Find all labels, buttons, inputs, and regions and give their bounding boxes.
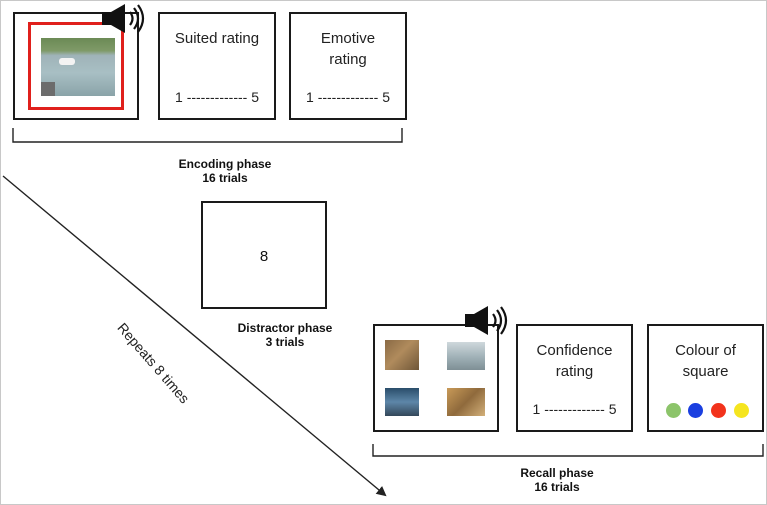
distractor-number: 8 <box>259 248 269 265</box>
colour-square-title-line2: square <box>682 363 729 380</box>
emotive-rating-title-line1: Emotive <box>320 30 376 47</box>
boat-shape <box>59 58 75 65</box>
colour-dot-green <box>666 403 681 418</box>
encoding-phase-title: Encoding phase <box>178 157 272 171</box>
encoding-phase-label: Encoding phase 16 trials <box>150 157 300 185</box>
colour-dot-blue <box>688 403 703 418</box>
confidence-rating-box: Confidence rating 1 ------------- 5 <box>516 324 633 432</box>
suited-rating-box: Suited rating 1 ------------- 5 <box>158 12 276 120</box>
distractor-phase-title: Distractor phase <box>237 321 333 335</box>
recall-thumb-bird <box>385 340 419 370</box>
recall-thumb-food <box>447 388 485 416</box>
speaker-icon <box>102 4 145 33</box>
emotive-rating-title-line2: rating <box>329 51 367 68</box>
distractor-phase-trials: 3 trials <box>265 335 305 349</box>
confidence-rating-title-line1: Confidence <box>536 342 613 359</box>
colour-square-title-line1: Colour of <box>675 342 736 359</box>
red-highlight-frame <box>28 22 124 110</box>
colour-square-box: Colour of square <box>647 324 764 432</box>
recall-thumb-interior <box>385 388 419 416</box>
recall-bracket <box>372 444 764 457</box>
recall-thumb-lake <box>447 342 485 370</box>
repeat-arrow <box>2 175 387 497</box>
shore-shape <box>41 82 55 96</box>
emotive-rating-box: Emotive rating 1 ------------- 5 <box>289 12 407 120</box>
recall-phase-trials: 16 trials <box>534 480 580 494</box>
suited-rating-scale: 1 ------------- 5 <box>175 89 259 105</box>
suited-rating-title: Suited rating <box>174 30 260 47</box>
lake-boat-image <box>41 38 115 96</box>
colour-dot-red <box>711 403 726 418</box>
confidence-rating-scale: 1 ------------- 5 <box>532 401 617 417</box>
recall-phase-title: Recall phase <box>520 466 594 480</box>
recall-images-box <box>373 324 499 432</box>
encoding-bracket <box>12 128 403 143</box>
encoding-phase-trials: 16 trials <box>202 171 248 185</box>
confidence-rating-title-line2: rating <box>555 363 594 380</box>
distractor-phase-label: Distractor phase 3 trials <box>210 321 360 349</box>
encoding-image-box <box>13 12 139 120</box>
recall-phase-label: Recall phase 16 trials <box>482 466 632 494</box>
colour-dot-yellow <box>734 403 749 418</box>
emotive-rating-scale: 1 ------------- 5 <box>306 89 390 105</box>
distractor-box: 8 <box>201 201 327 309</box>
speaker-icon <box>465 306 508 335</box>
